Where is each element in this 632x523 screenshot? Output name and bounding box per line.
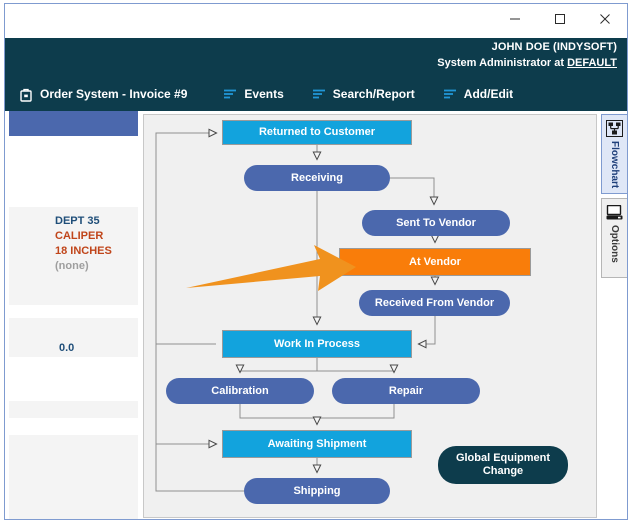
menu-item-search-report[interactable]: Search/Report bbox=[312, 77, 415, 111]
minimize-icon bbox=[509, 18, 520, 20]
list-lines-icon bbox=[312, 88, 326, 100]
flow-node-label: At Vendor bbox=[409, 255, 461, 268]
flow-node-at-vendor[interactable]: At Vendor bbox=[339, 248, 531, 276]
equipment-type: CALIPER bbox=[55, 230, 104, 242]
user-role-line: System Administrator at DEFAULT bbox=[437, 57, 617, 69]
flow-node-received-from-vendor[interactable]: Received From Vendor bbox=[359, 290, 510, 316]
user-department-link[interactable]: DEFAULT bbox=[567, 57, 617, 69]
equipment-extra: (none) bbox=[55, 260, 89, 272]
flow-node-label: Calibration bbox=[211, 384, 269, 397]
flow-node-awaiting-shipment[interactable]: Awaiting Shipment bbox=[222, 430, 412, 458]
menu-item-events[interactable]: Events bbox=[223, 77, 284, 111]
menu-bar: Order System - Invoice #9 Events Sea bbox=[5, 77, 627, 111]
user-role-prefix: System Administrator at bbox=[437, 57, 568, 69]
menu-item-order-system[interactable]: Order System - Invoice #9 bbox=[19, 77, 187, 111]
equipment-size: 18 INCHES bbox=[55, 245, 112, 257]
global-equipment-change-label-line2: Change bbox=[482, 465, 524, 477]
right-tab-rail: Flowchart Options bbox=[601, 114, 627, 518]
menu-item-label: Search/Report bbox=[332, 87, 415, 101]
monitor-icon bbox=[605, 203, 624, 222]
annotation-arrow-icon bbox=[186, 245, 356, 291]
flowchart-icon bbox=[605, 119, 624, 138]
menu-item-label: Add/Edit bbox=[463, 87, 514, 101]
flow-node-label: Repair bbox=[388, 384, 424, 397]
equipment-detail-panel: DEPT 35 CALIPER 18 INCHES (none) 0.0 bbox=[9, 111, 138, 519]
menu-item-label: Order System - Invoice #9 bbox=[40, 87, 188, 101]
minimize-button[interactable] bbox=[492, 4, 537, 34]
flow-node-repair[interactable]: Repair bbox=[332, 378, 480, 404]
flow-node-sent-to-vendor[interactable]: Sent To Vendor bbox=[362, 210, 510, 236]
flow-node-returned-to-customer[interactable]: Returned to Customer bbox=[222, 120, 412, 145]
maximize-button[interactable] bbox=[537, 4, 582, 34]
detail-panel-band bbox=[9, 318, 138, 357]
tab-options-label: Options bbox=[609, 225, 620, 263]
flow-node-shipping[interactable]: Shipping bbox=[244, 478, 390, 504]
flow-node-label: Work In Process bbox=[274, 337, 360, 350]
application-window: JOHN DOE (INDYSOFT) System Administrator… bbox=[4, 3, 628, 520]
flow-node-label: Awaiting Shipment bbox=[267, 437, 367, 450]
equipment-info: DEPT 35 CALIPER 18 INCHES (none) bbox=[55, 214, 112, 274]
flow-node-label: Shipping bbox=[293, 484, 341, 497]
flowchart-connectors bbox=[155, 115, 596, 492]
user-band: JOHN DOE (INDYSOFT) System Administrator… bbox=[5, 38, 627, 77]
flow-node-calibration[interactable]: Calibration bbox=[166, 378, 314, 404]
list-lines-icon bbox=[443, 88, 457, 100]
global-equipment-change-label-line1: Global Equipment bbox=[455, 452, 551, 464]
close-icon bbox=[599, 14, 610, 24]
flow-node-label: Receiving bbox=[291, 171, 343, 184]
flow-node-label: Received From Vendor bbox=[374, 296, 495, 309]
workspace: DEPT 35 CALIPER 18 INCHES (none) 0.0 bbox=[5, 111, 627, 519]
flowchart-canvas: Returned to Customer Receiving Sent To V… bbox=[143, 114, 597, 518]
detail-panel-band bbox=[9, 401, 138, 418]
detail-panel-band bbox=[9, 207, 138, 305]
flow-node-label: Sent To Vendor bbox=[396, 216, 476, 229]
title-bar bbox=[5, 4, 627, 38]
menu-item-add-edit[interactable]: Add/Edit bbox=[443, 77, 513, 111]
tab-flowchart[interactable]: Flowchart bbox=[601, 114, 627, 194]
tab-options[interactable]: Options bbox=[601, 198, 627, 278]
list-lines-icon bbox=[223, 88, 237, 100]
briefcase-icon bbox=[19, 87, 33, 102]
tab-flowchart-label: Flowchart bbox=[609, 141, 620, 189]
maximize-icon bbox=[554, 14, 565, 24]
user-name: JOHN DOE (INDYSOFT) bbox=[491, 41, 617, 53]
detail-panel-band bbox=[9, 435, 138, 519]
close-button[interactable] bbox=[582, 4, 627, 34]
flow-node-label: Returned to Customer bbox=[258, 126, 376, 138]
global-equipment-change-button[interactable]: Global Equipment Change bbox=[438, 446, 568, 484]
flow-node-receiving[interactable]: Receiving bbox=[244, 165, 390, 191]
flow-node-work-in-process[interactable]: Work In Process bbox=[222, 330, 412, 358]
detail-panel-header bbox=[9, 111, 138, 136]
equipment-department: DEPT 35 bbox=[55, 215, 100, 227]
menu-item-label: Events bbox=[244, 87, 284, 101]
equipment-value: 0.0 bbox=[59, 342, 75, 354]
